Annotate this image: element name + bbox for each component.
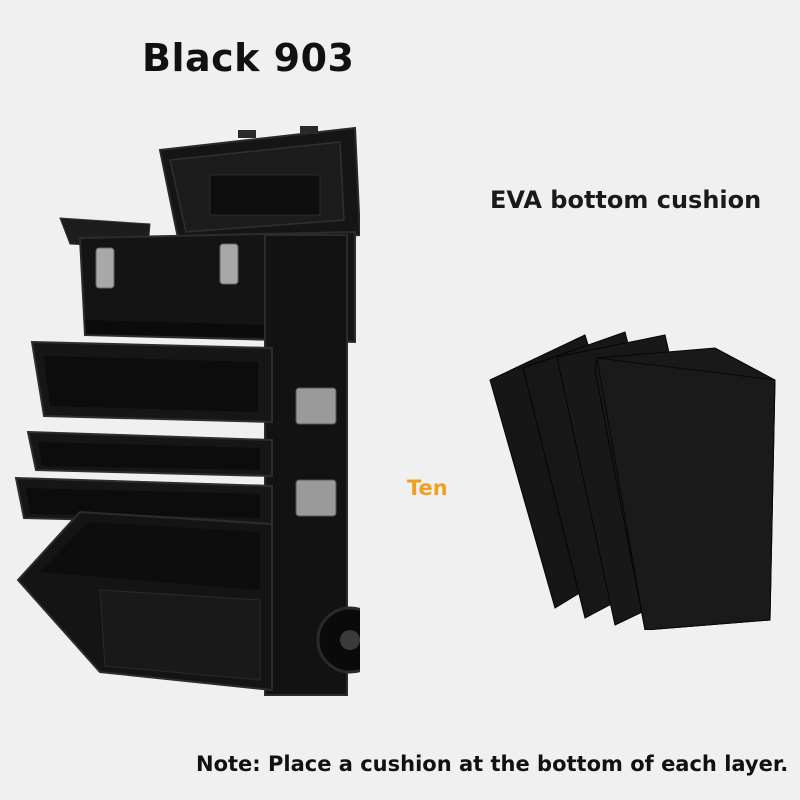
cushion-count: Ten (407, 476, 448, 500)
product-title: Black 903 (142, 36, 355, 80)
usage-note: Note: Place a cushion at the bottom of e… (196, 752, 789, 776)
toolbox-image (14, 126, 360, 696)
cushion-label: EVA bottom cushion (490, 186, 762, 214)
eva-cushions-image (489, 331, 776, 630)
